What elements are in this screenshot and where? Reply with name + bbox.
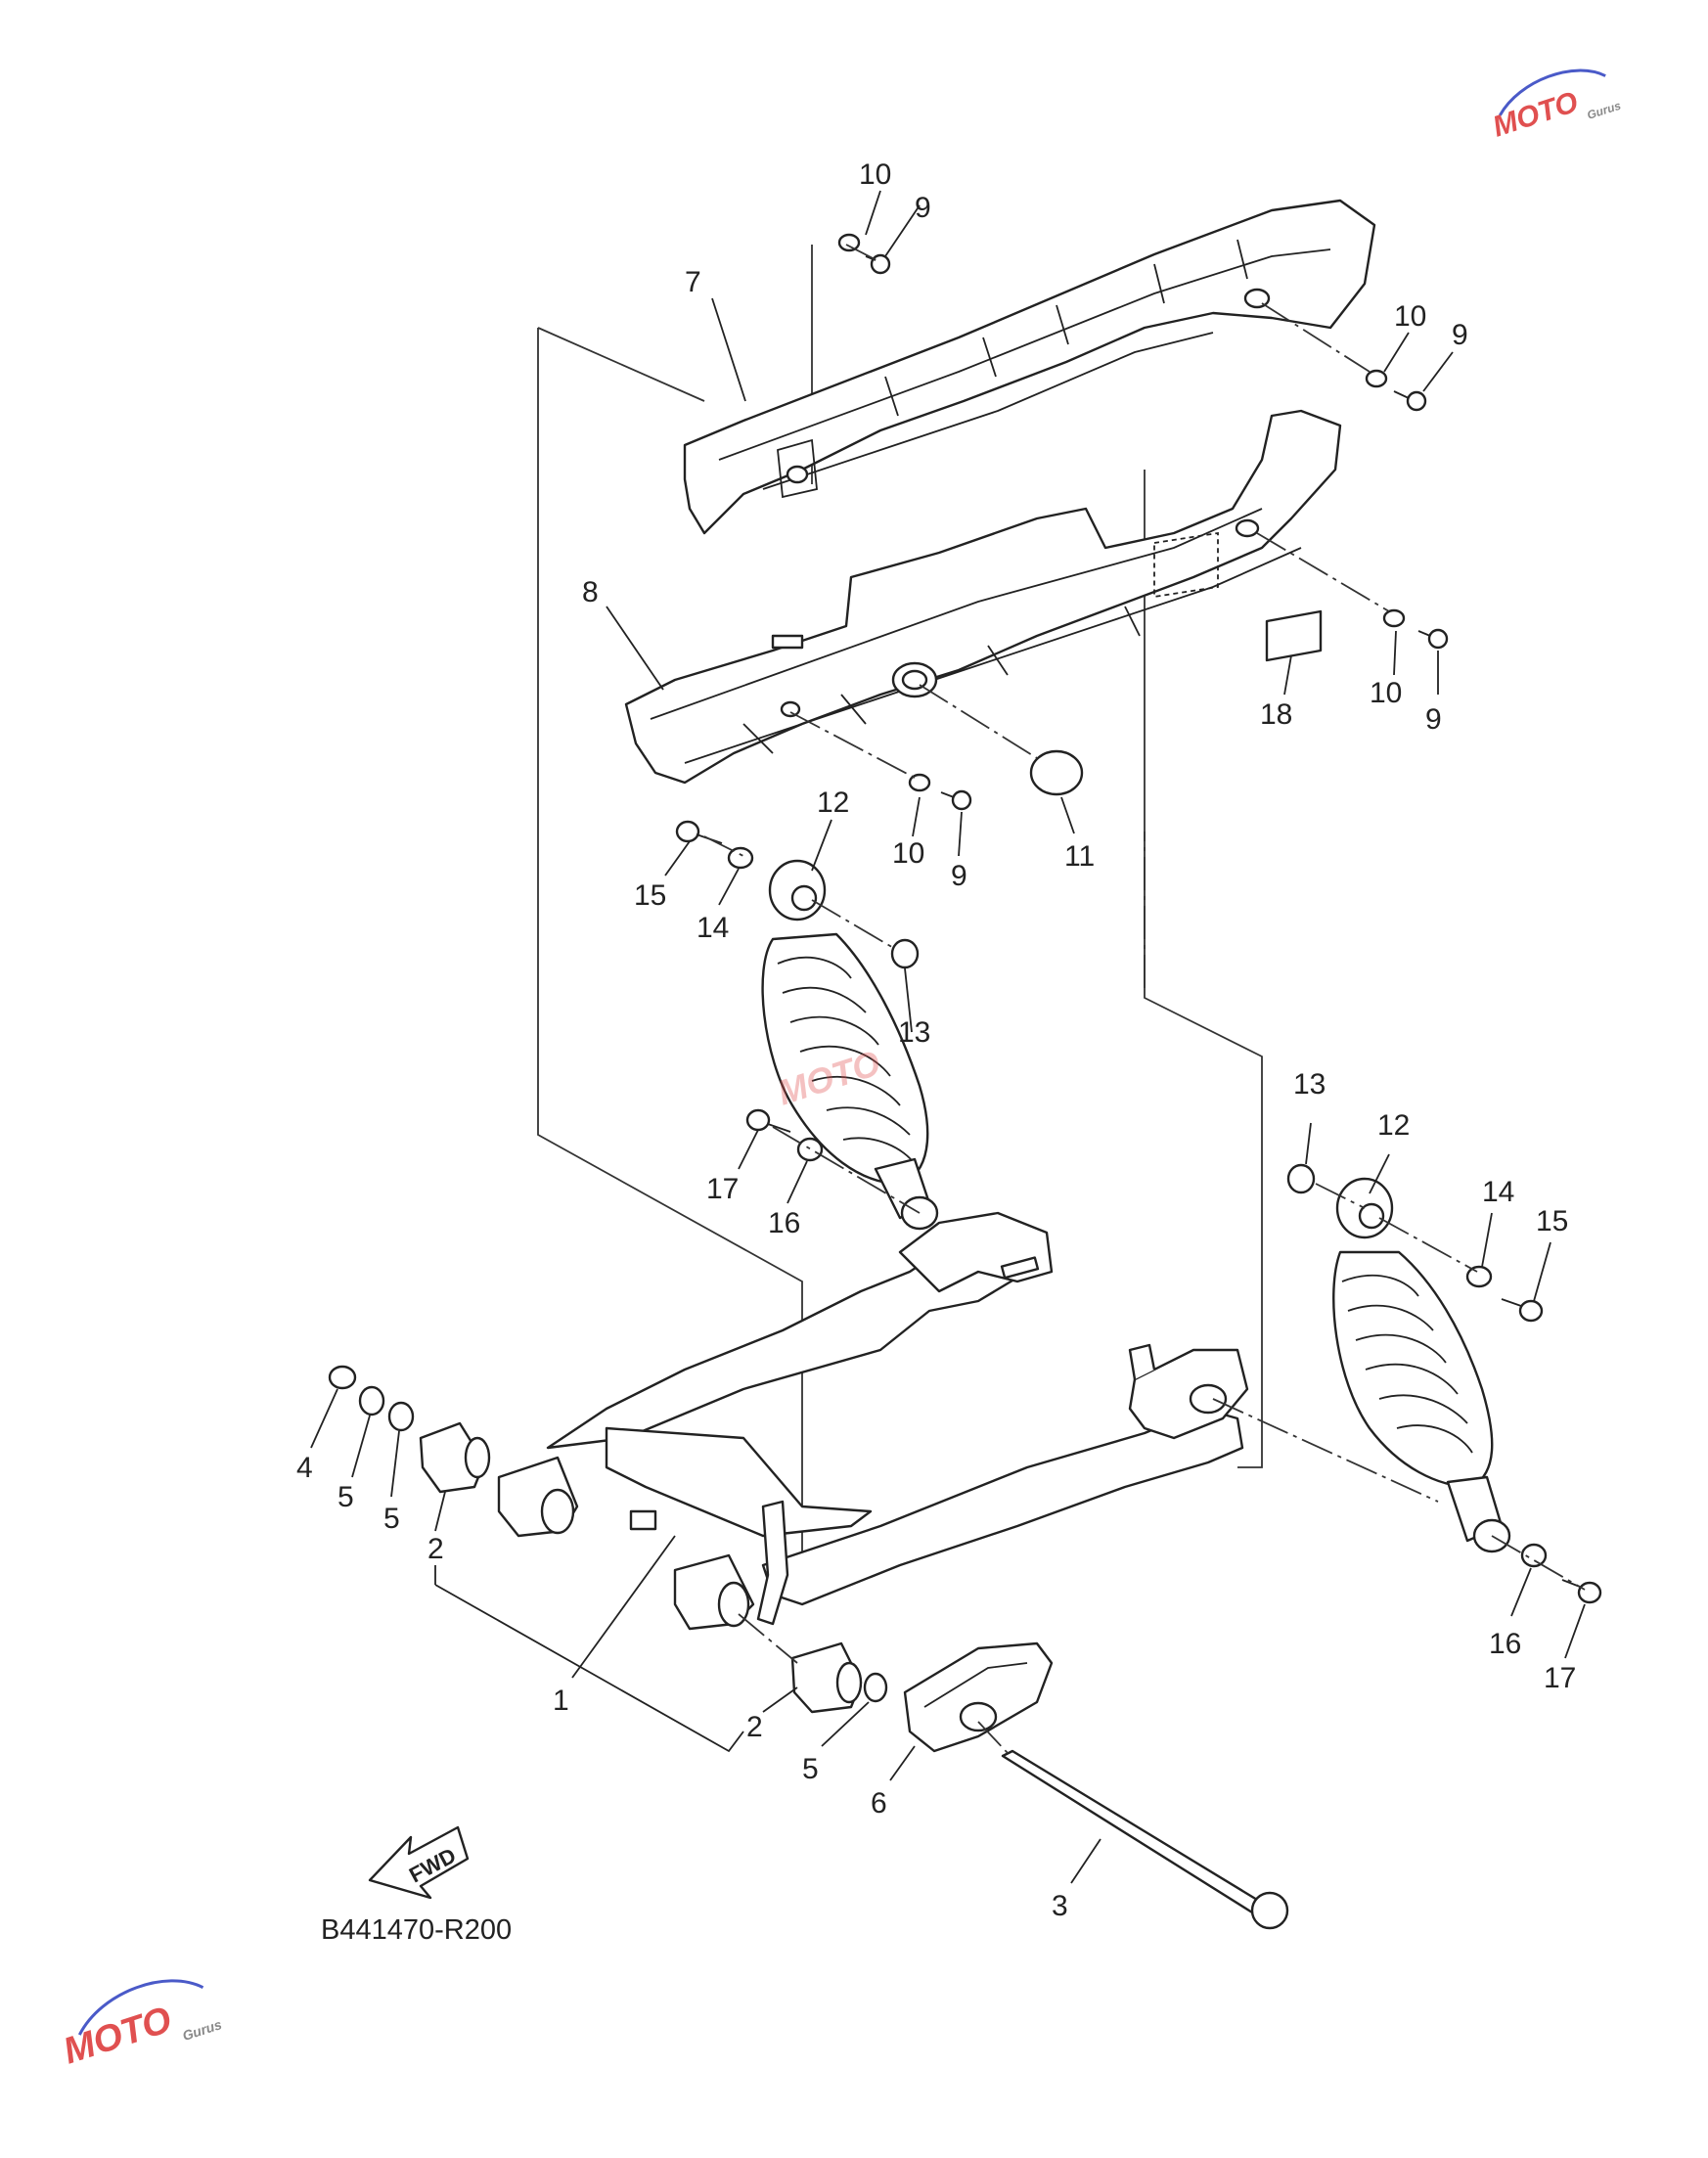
forward-direction-arrow: FWD (368, 1825, 470, 1900)
callout-11: 11 (1064, 840, 1095, 873)
callout-4: 4 (296, 1452, 313, 1484)
washer-10b (1365, 369, 1388, 388)
rear-shock-right (1332, 1177, 1511, 1553)
bolt-9a (865, 253, 891, 275)
callout-6: 6 (871, 1787, 887, 1820)
washer-10c (1382, 608, 1406, 628)
washer-14b (1465, 1265, 1493, 1288)
callout-12a: 12 (817, 787, 849, 819)
chain-guard-upper (683, 199, 1376, 535)
callout-15a: 15 (634, 879, 666, 912)
callout-9a: 9 (915, 192, 931, 224)
bolt-15b (1501, 1298, 1544, 1323)
callout-17a: 17 (706, 1173, 739, 1205)
bolt-15a (675, 820, 723, 844)
bolt-9b (1393, 390, 1427, 412)
callout-9d: 9 (951, 860, 967, 892)
callout-17b: 17 (1544, 1662, 1576, 1694)
caution-label (1265, 609, 1323, 662)
pivot-shaft (1001, 1749, 1289, 1930)
callout-13b: 13 (1293, 1068, 1326, 1101)
fasteners (328, 233, 1602, 1703)
watermark-logo-bottom: MOTO Gurus (59, 1979, 224, 2073)
callout-numbers: 7 8 18 11 10 9 10 9 10 9 10 9 12 15 14 1… (296, 158, 1576, 1922)
rear-shock-left (761, 859, 939, 1231)
callout-1: 1 (553, 1685, 569, 1717)
callout-9b: 9 (1452, 319, 1468, 351)
callout-12b: 12 (1377, 1109, 1410, 1142)
watermark-logo-text: MOTO (1489, 86, 1582, 144)
watermark-logo-top: MOTO Gurus (1489, 68, 1623, 144)
cap (1029, 749, 1084, 796)
callout-14b: 14 (1482, 1176, 1514, 1208)
washer-10d (908, 773, 931, 792)
chain-adjuster (903, 1641, 1054, 1753)
callout-14a: 14 (697, 912, 729, 944)
leader-lines (310, 190, 1586, 1884)
callout-9c: 9 (1425, 703, 1442, 736)
nut-4 (328, 1365, 357, 1390)
alignment-lines (703, 244, 1586, 1754)
watermark-sub-text: Gurus (180, 2016, 223, 2044)
callout-10a: 10 (859, 158, 891, 191)
callout-15b: 15 (1536, 1205, 1568, 1237)
callout-16a: 16 (768, 1207, 800, 1239)
washer-16b (1520, 1543, 1548, 1568)
callout-16b: 16 (1489, 1628, 1521, 1660)
bolt-17b (1561, 1579, 1602, 1604)
callout-2b: 2 (746, 1711, 763, 1743)
washer-5a (358, 1385, 385, 1416)
callout-7: 7 (685, 266, 701, 298)
callout-13a: 13 (898, 1016, 930, 1049)
washer-10a (837, 233, 861, 252)
washer-13a (890, 938, 920, 969)
callout-5a: 5 (337, 1481, 354, 1513)
watermark-logo-text: MOTO (59, 2000, 177, 2073)
callout-8: 8 (582, 576, 599, 608)
callout-10b: 10 (1394, 300, 1426, 333)
pivot-bushings (419, 1421, 863, 1714)
callout-5b: 5 (383, 1503, 400, 1535)
washer-14a (727, 846, 754, 870)
washer-13b (1286, 1163, 1316, 1194)
bolt-9c (1417, 628, 1449, 650)
callout-10d: 10 (892, 837, 924, 870)
washer-5b (387, 1401, 415, 1432)
washer-5c (863, 1672, 888, 1703)
callout-18: 18 (1260, 698, 1292, 731)
callout-5c: 5 (802, 1753, 819, 1785)
diagram-code: B441470-R200 (321, 1914, 512, 1946)
swingarm (546, 1211, 1249, 1626)
callout-10c: 10 (1370, 677, 1402, 709)
callout-3: 3 (1052, 1890, 1068, 1922)
callout-2a: 2 (427, 1533, 444, 1565)
watermark-sub-text: Gurus (1586, 99, 1623, 122)
bolt-9d (940, 789, 972, 811)
bolt-17a (745, 1108, 791, 1133)
washer-16a (796, 1137, 824, 1162)
